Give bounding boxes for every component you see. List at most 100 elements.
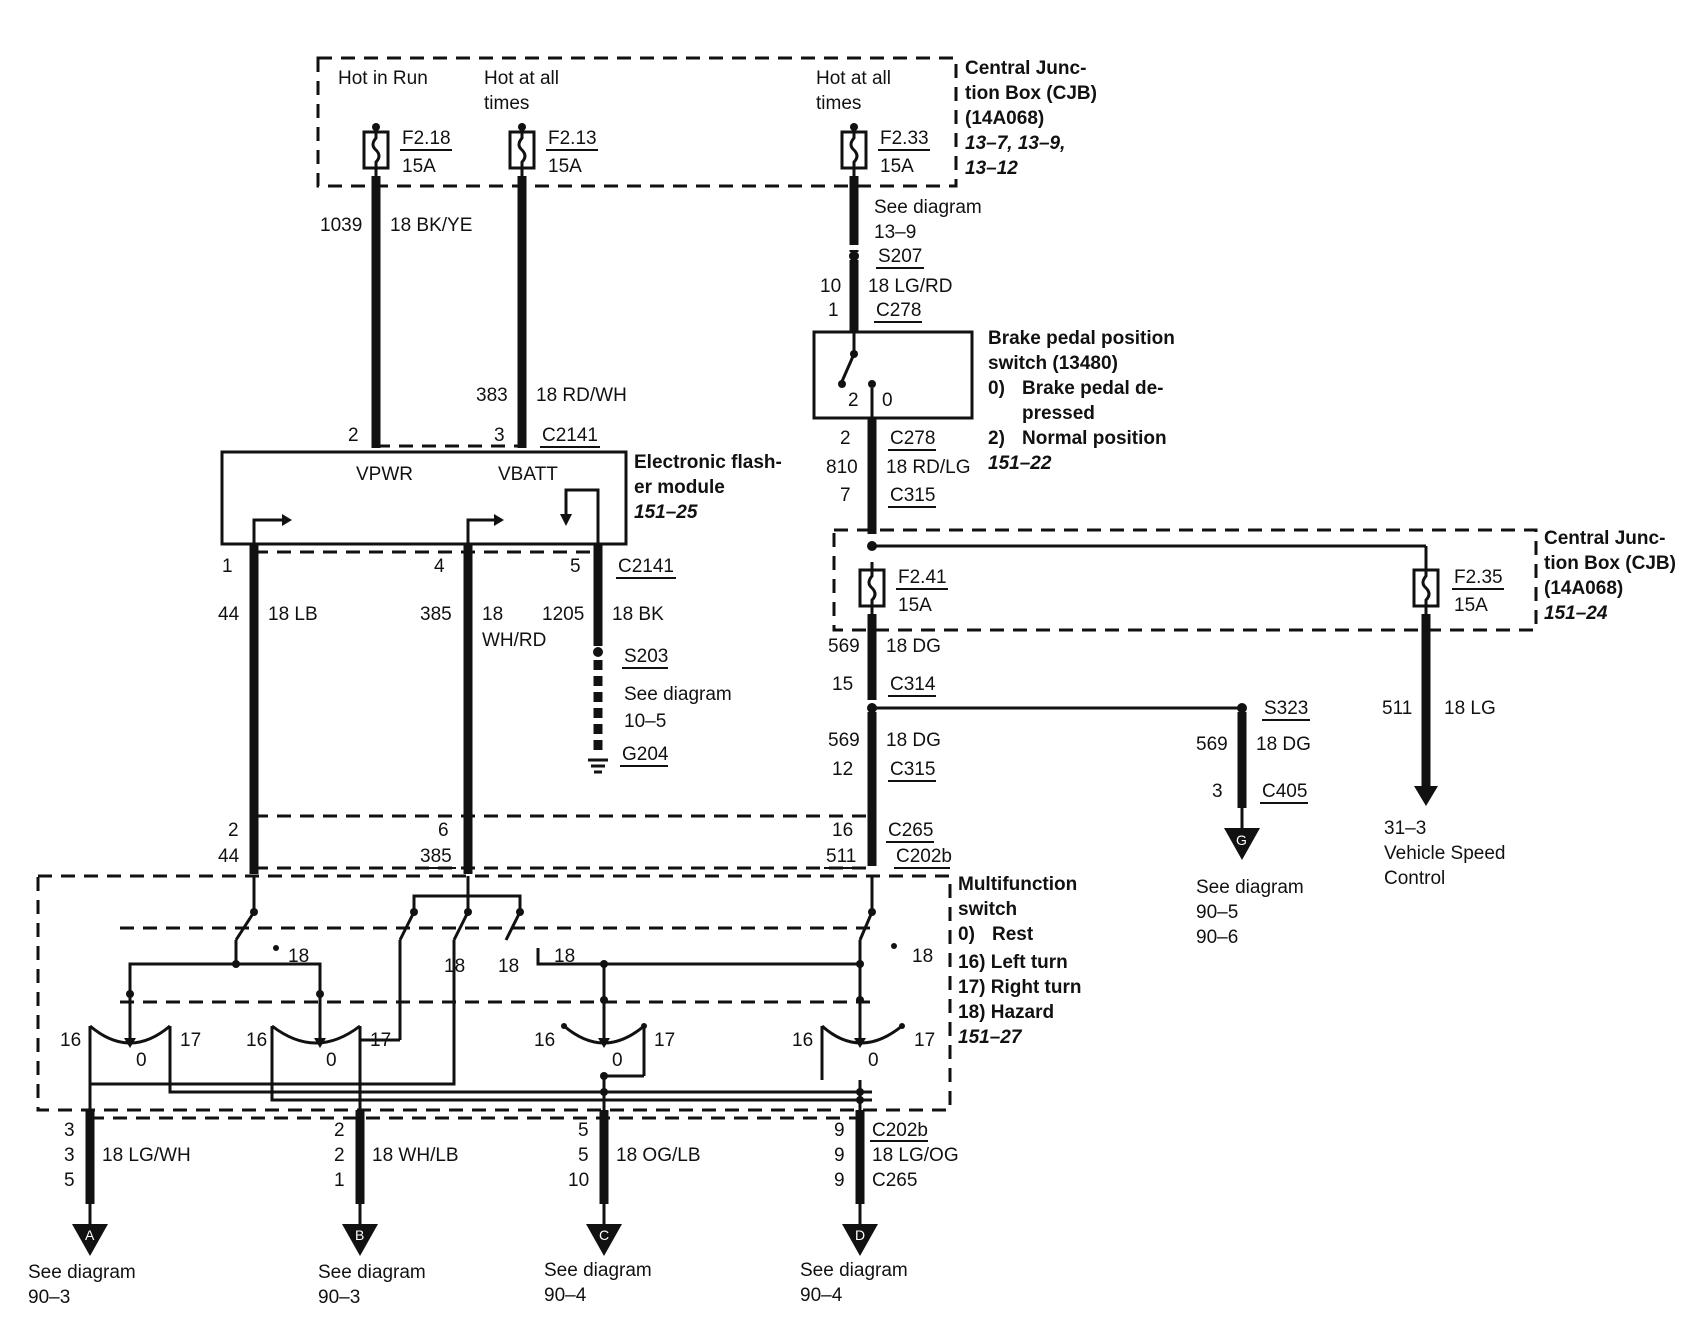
flasher-title-2: er module — [634, 477, 725, 498]
fuse-f2-13 — [508, 123, 536, 176]
wire-385-color-2: WH/RD — [482, 630, 546, 651]
feed-hot-all-1b: times — [484, 93, 529, 114]
bottom-c-pin-3: 10 — [568, 1170, 589, 1191]
mfs-pos-17-c: 17 — [654, 1030, 675, 1051]
fuse-f2-33-name: F2.33 — [880, 128, 929, 149]
fuse-f2-35-amps: 15A — [1454, 595, 1488, 616]
wire-569c-num: 569 — [1196, 734, 1228, 755]
flasher-pin-5: 5 — [570, 556, 581, 577]
mfs-turn-2 — [90, 990, 872, 1110]
ref-d-text-2: 90–4 — [800, 1285, 843, 1306]
flasher-title-1: Electronic flash- — [634, 452, 782, 473]
c265-pin-b: 6 — [438, 820, 449, 841]
mfs-mode-18: 18) Hazard — [958, 1002, 1054, 1023]
mfs-sw-label-1: 18 — [288, 946, 309, 967]
bottom-d-pin-2: 9 — [834, 1145, 845, 1166]
c315-top-label: C315 — [890, 485, 935, 506]
c314-label: C314 — [890, 674, 936, 695]
fuse-f2-33-amps: 15A — [880, 156, 914, 177]
cjb-top-ref-1: 13–7, 13–9, — [965, 133, 1065, 154]
wire-44-num: 44 — [218, 604, 240, 625]
see-10-5-1: See diagram — [624, 684, 732, 705]
ref-d-text-1: See diagram — [800, 1260, 908, 1281]
flasher-vpwr: VPWR — [356, 464, 413, 485]
flasher-output-1 — [252, 514, 292, 552]
mfs-turn-1 — [88, 990, 872, 1094]
ref-a-text-2: 90–3 — [28, 1287, 70, 1308]
c265-bottom-label: C265 — [872, 1170, 917, 1191]
fuse-f2-18-amps: 15A — [402, 156, 436, 177]
c202b-pin-b: 385 — [420, 846, 452, 867]
c202b-label: C202b — [896, 846, 952, 867]
wire-10-num: 10 — [820, 276, 841, 297]
mfs-sw-label-3: 18 — [498, 956, 519, 977]
mfs-pos-16-d: 16 — [792, 1030, 813, 1051]
bottom-b-pin-1: 2 — [334, 1120, 345, 1141]
ref-d-arrow — [842, 1224, 878, 1256]
flasher-pin-3: 3 — [494, 425, 505, 446]
fuse-f2-35-name: F2.35 — [1454, 567, 1503, 588]
ref-d-letter: D — [855, 1227, 865, 1243]
mfs-mode-0-text: Rest — [992, 924, 1034, 945]
brake-state-2: 2) — [988, 428, 1005, 449]
ref-c-letter: C — [599, 1227, 609, 1243]
see-10-5-2: 10–5 — [624, 711, 666, 732]
fuse-f2-41-name: F2.41 — [898, 567, 947, 588]
wire-1039-num: 1039 — [320, 215, 362, 236]
wire-1205-num: 1205 — [542, 604, 584, 625]
wire-569b-color: 18 DG — [886, 730, 941, 751]
mfs-mode-17: 17) Right turn — [958, 977, 1082, 998]
flasher-module-box — [220, 450, 628, 546]
splice-s207-label: S207 — [878, 246, 922, 267]
ref-c-text-2: 90–4 — [544, 1285, 587, 1306]
fuse-f2-13-name: F2.13 — [548, 128, 597, 149]
fuse-f2-41-amps: 15A — [898, 595, 932, 616]
mfs-sw-label-4: 18 — [554, 946, 575, 967]
mfs-pos-16-b: 16 — [246, 1030, 267, 1051]
bottom-b-pin-3: 1 — [334, 1170, 345, 1191]
ref-g-text-3: 90–6 — [1196, 927, 1238, 948]
wire-383-color: 18 RD/WH — [536, 385, 627, 406]
bottom-d-pin-1: 9 — [834, 1120, 845, 1141]
ref-g-letter: G — [1236, 832, 1247, 848]
wire-810-num: 810 — [826, 457, 858, 478]
mfs-ref: 151–27 — [958, 1027, 1023, 1048]
mfs-pos-0-d: 0 — [868, 1050, 879, 1071]
bottom-d-pin-3: 9 — [834, 1170, 845, 1191]
ref-b-text-1: See diagram — [318, 1262, 426, 1283]
c265-pin-c: 16 — [832, 820, 853, 841]
wire-810-color: 18 RD/LG — [886, 457, 970, 478]
flasher-ref: 151–25 — [634, 502, 698, 523]
fuse-f2-41 — [858, 562, 886, 614]
brake-state-0: 0) — [988, 378, 1005, 399]
c278-bot-label: C278 — [890, 428, 935, 449]
mfs-hazard-contacts — [234, 876, 897, 951]
fuse-f2-33 — [840, 123, 868, 176]
brake-switch-contact — [838, 332, 876, 418]
c315-bot-label: C315 — [890, 759, 935, 780]
cjb-mid-box — [832, 528, 1538, 632]
wire-385-color-1: 18 — [482, 604, 503, 625]
c265-label: C265 — [888, 820, 933, 841]
feed-hot-all-2b: times — [816, 93, 861, 114]
bottom-c-pin-1: 5 — [578, 1120, 589, 1141]
ground-g204-icon — [588, 758, 608, 774]
c278-top-label: C278 — [876, 300, 921, 321]
brake-state-2-text: Normal position — [1022, 428, 1167, 449]
mfs-pos-17-a: 17 — [180, 1030, 201, 1051]
fuse-f2-35 — [1412, 562, 1440, 614]
c202b-pin-c: 511 — [826, 846, 856, 867]
wire-10-color: 18 LG/RD — [868, 276, 952, 297]
mfs-pos-17-b: 17 — [370, 1030, 391, 1051]
mfs-turn-3 — [561, 996, 647, 1110]
wire-whlb-color: 18 WH/LB — [372, 1145, 459, 1166]
c2141-top-label: C2141 — [542, 425, 598, 446]
mfs-pos-16-a: 16 — [60, 1030, 81, 1051]
c2141-bot-label: C2141 — [618, 556, 674, 577]
ref-c-arrow — [586, 1224, 622, 1256]
splice-s203-label: S203 — [624, 646, 668, 667]
mfs-mode-0: 0) — [958, 924, 975, 945]
splice-s207 — [849, 251, 859, 261]
cjb-top-ref-2: 13–12 — [965, 158, 1018, 179]
c202b-pin-a: 44 — [218, 846, 240, 867]
